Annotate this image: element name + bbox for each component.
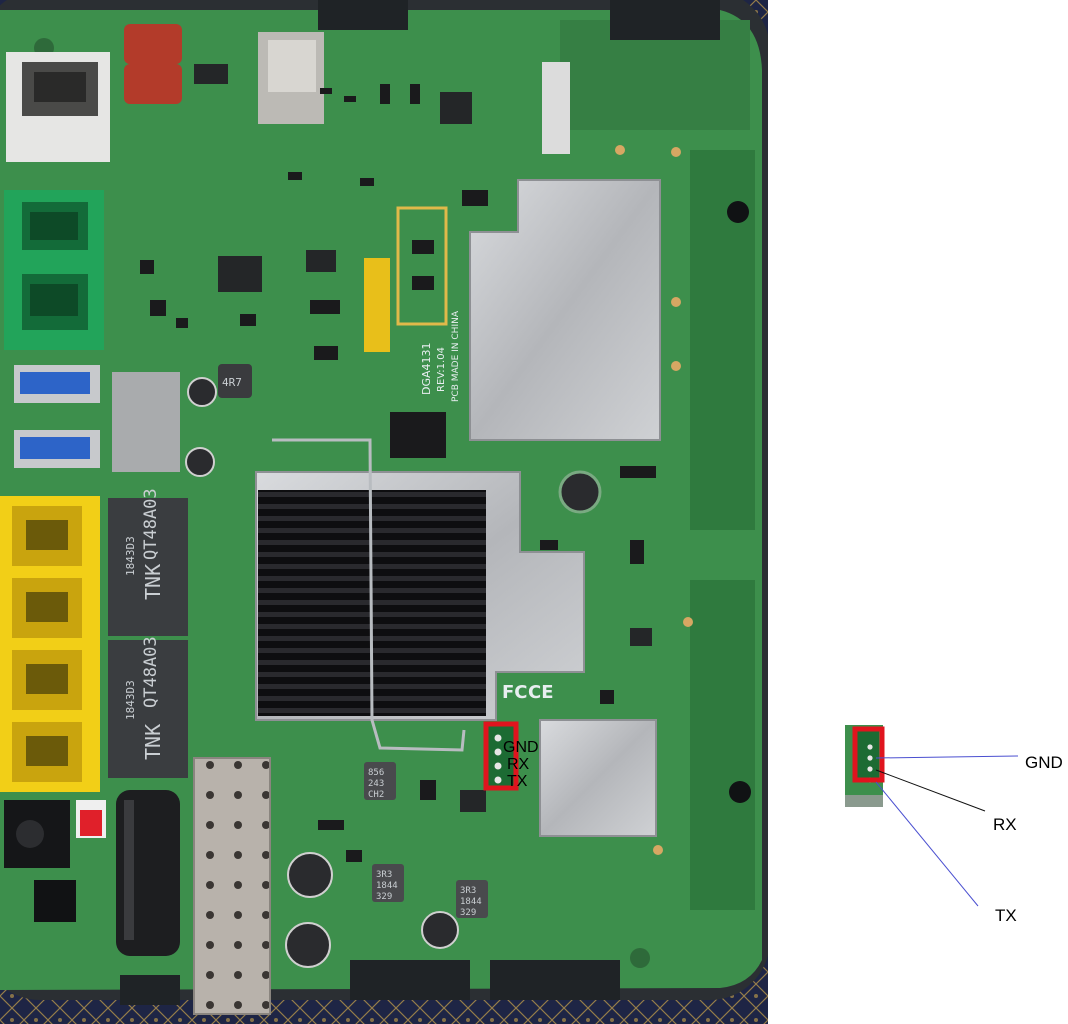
rj45-port-white [6,52,110,162]
transformer-2-brand: TNK [141,724,165,760]
electrolytic-capacitor-large [116,790,180,956]
ethernet-ports-yellow [0,496,100,792]
uart-highlight-box [483,721,519,791]
rj11-port-lower [4,262,104,350]
ethernet-transformer-1: TNK 1843D3 QT48A03 [108,488,188,636]
top-transformer [258,32,324,124]
inductor-2: 3R3 1844 329 [372,864,404,902]
inductor-3-text: 3R3 [460,886,476,896]
inductor-2-text: 1844 [376,881,398,891]
callout-gnd-label: GND [1025,753,1063,772]
ribbon-cable [542,62,570,154]
small-capacitors [185,377,602,968]
rf-shield-large [469,179,661,441]
inductor-1: 856 243 CH2 [364,762,396,800]
heatsink-wire [272,438,466,752]
rf-shield-small [539,719,657,837]
inductor-3: 3R3 1844 329 [456,880,488,918]
fcc-mark: FC [502,682,528,703]
mounting-hole [630,948,650,968]
board-revision-label: REV:1.04 [436,347,447,392]
coil-label: 4R7 [222,376,242,389]
reset-button [80,810,102,836]
gold-outline [396,206,448,326]
transformer-1-code: 1843D3 [124,536,137,576]
usb-port-lower [14,430,100,468]
inductor-3-text: 1844 [460,897,482,907]
uart-zoom-thumbnail [845,725,885,807]
uart-header [483,721,519,791]
transformer-2-part: QT48A03 [141,636,161,708]
rj11-port-upper [4,190,104,262]
inductor-1-text: CH2 [368,790,384,800]
mounting-hole [727,201,749,223]
circuit-board-photo: TNK 1843D3 QT48A03 TNK 1843D3 QT48A03 [0,0,768,1024]
coil-4r7: 4R7 [218,364,252,398]
ethernet-transformer-2: TNK 1843D3 QT48A03 [108,636,188,778]
ic-chips [194,64,652,812]
barcode-sticker [364,258,390,352]
inductor-1-text: 856 [368,768,384,778]
frame-clips [120,0,720,1005]
ce-mark: CE [528,682,554,703]
board-made-in-label: PCB MADE IN CHINA [451,310,461,402]
board-model-label: DGA4131 [420,342,433,395]
optical-port [34,880,76,922]
transformer-2-code: 1843D3 [124,680,137,720]
antenna-connectors [615,145,693,855]
circuit-board: TNK 1843D3 QT48A03 TNK 1843D3 QT48A03 [0,0,768,1024]
metal-shield-small [112,372,180,472]
inductor-2-text: 329 [376,892,392,902]
rx-pointer-line [875,769,986,812]
smd-components [140,84,656,862]
inductor-3-text: 329 [460,908,476,918]
inductor-1-text: 243 [368,779,384,789]
transformer-1-part: QT48A03 [141,488,161,560]
uart-tx-label: TX [507,773,528,790]
dc-power-jack-hole [16,820,44,848]
tx-pointer-line [875,781,979,907]
sfp-cage [193,757,271,1015]
inductor-2-text: 3R3 [376,870,392,880]
callout-rx-label: RX [993,815,1017,834]
transformer-1-brand: TNK [141,564,165,600]
uart-callout: GND RX TX [845,725,1063,925]
antenna-area [690,580,755,910]
callout-tx-label: TX [995,906,1017,925]
mounting-hole [729,781,751,803]
uart-gnd-label: GND [503,739,539,756]
zoom-highlight-box [852,726,885,783]
usb-port-upper [14,365,100,403]
red-capacitors [124,24,182,104]
uart-rx-label: RX [507,756,530,773]
gnd-pointer-line [875,755,1019,759]
